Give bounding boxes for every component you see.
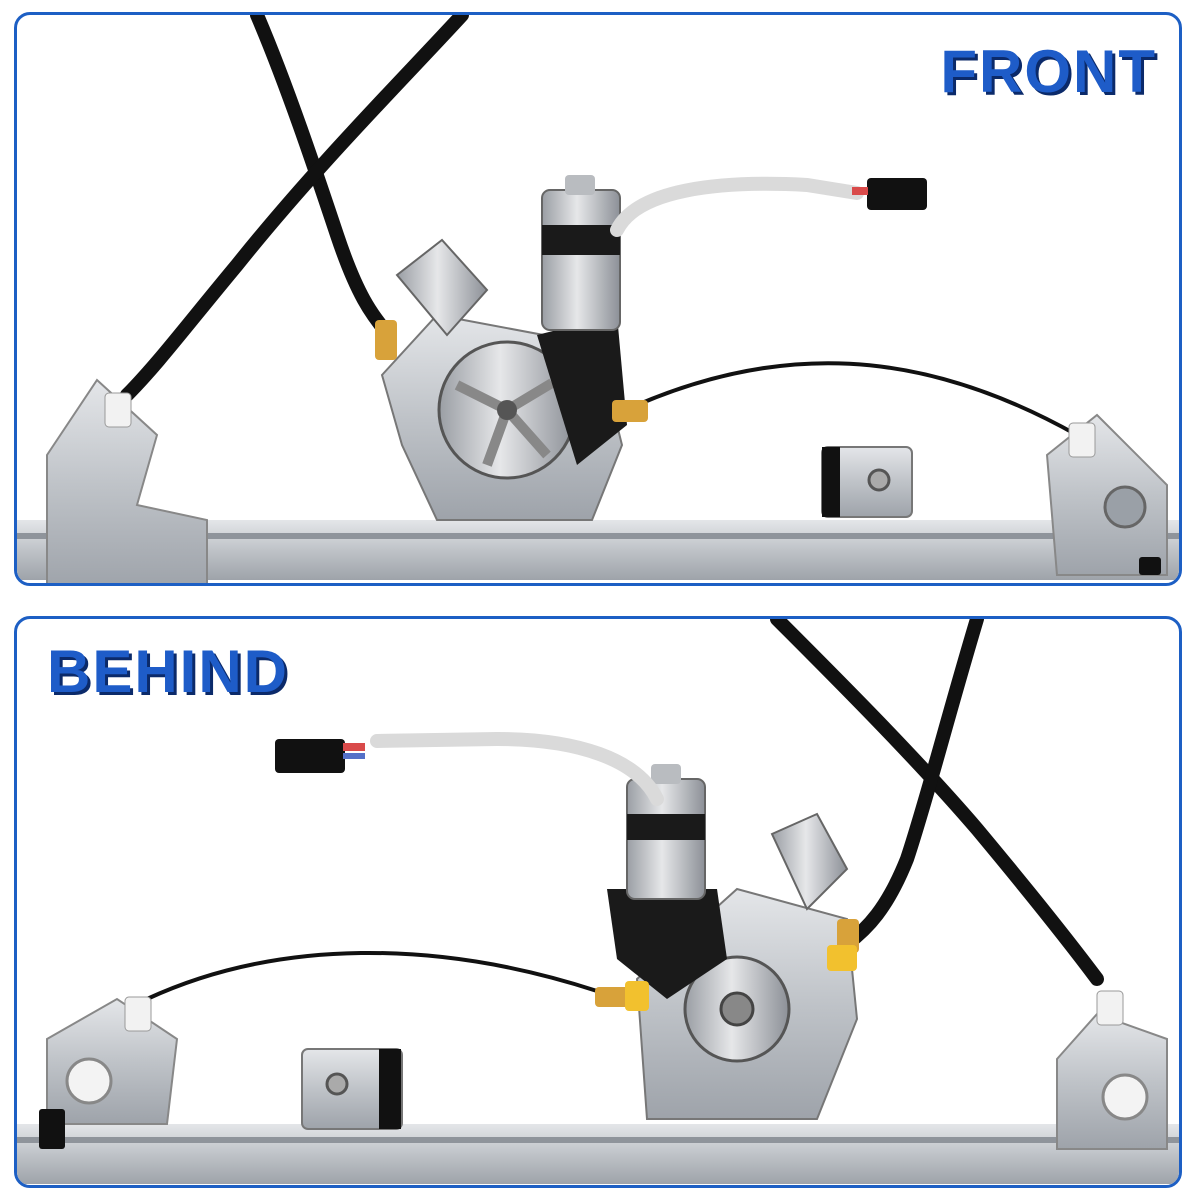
window-regulator-front-view-illustration	[17, 15, 1179, 583]
spring	[595, 987, 629, 1007]
wire-connector-icon	[867, 178, 927, 210]
right-bracket	[1045, 413, 1168, 576]
cable-clip	[827, 945, 857, 971]
front-view-panel: FRONT	[14, 12, 1182, 586]
behind-label: BEHIND	[47, 638, 290, 705]
wire-connector-icon	[275, 739, 345, 773]
pulley	[65, 1057, 113, 1105]
cable	[636, 361, 1078, 437]
cable-end-clip	[104, 392, 132, 428]
end-stop	[39, 1109, 65, 1149]
pulley	[1103, 485, 1147, 529]
cable-end-clip	[1068, 422, 1096, 458]
motor-housing-black	[537, 315, 627, 465]
worm-gear-cap	[770, 812, 849, 911]
spring	[375, 320, 397, 360]
regulator-rail	[17, 520, 1179, 580]
cable-sleeve	[250, 15, 394, 340]
cable	[146, 951, 598, 1001]
cable-end-clip	[124, 996, 152, 1032]
pulley	[1101, 1073, 1149, 1121]
window-regulator-rear-view-illustration	[17, 619, 1179, 1184]
behind-view-panel: BEHIND	[14, 616, 1182, 1188]
motor-housing-black	[607, 889, 727, 999]
end-stop	[1139, 557, 1161, 575]
cable-clip	[625, 981, 649, 1011]
electric-motor-icon	[541, 189, 621, 331]
worm-gear-cap	[395, 238, 489, 337]
cable-end-clip	[1096, 990, 1124, 1026]
wire-sleeve	[370, 731, 664, 806]
cable-sleeve	[120, 15, 469, 402]
spring	[837, 919, 859, 953]
regulator-rail	[17, 1124, 1179, 1184]
left-bracket	[46, 378, 208, 583]
cable-sleeve	[840, 619, 984, 951]
glass-clamp	[301, 1048, 403, 1130]
cable-sleeve	[770, 619, 1104, 986]
left-bracket	[46, 997, 179, 1125]
front-label: FRONT	[940, 38, 1157, 105]
spring	[612, 400, 648, 422]
wire-sleeve	[610, 176, 864, 237]
